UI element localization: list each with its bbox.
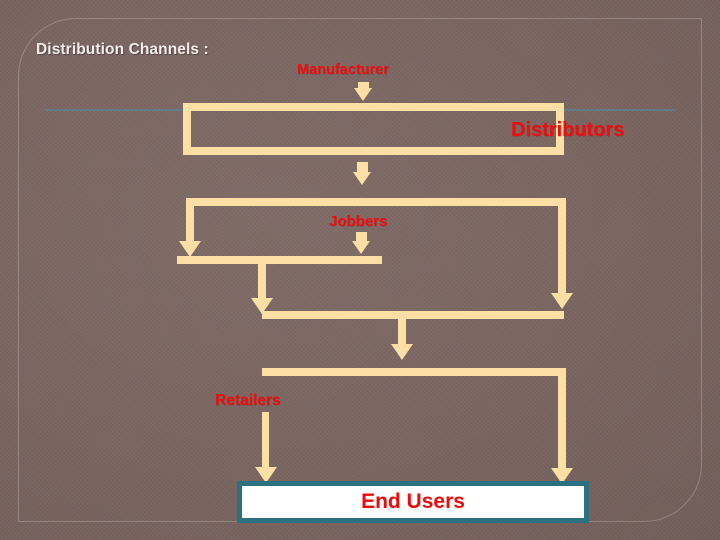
node-label-endusers: End Users: [361, 490, 465, 513]
connector-retail-feed-stem: [398, 319, 406, 347]
arrowhead-to-retailers-bar: [391, 344, 413, 360]
arrowhead-manufacturer-to-distributors: [354, 88, 372, 101]
arrowhead-jobbers-right-branch: [551, 293, 573, 309]
arrowhead-distributors-to-jobbers: [353, 172, 371, 185]
page-title: Distribution Channels :: [36, 41, 209, 58]
node-label-distributors: Distributors: [511, 119, 625, 141]
node-label-manufacturer: Manufacturer: [297, 62, 389, 78]
connector-midbar-to-retail-stem: [258, 262, 266, 302]
arrowhead-midbar-to-retail: [251, 298, 273, 314]
node-box-distributors: [183, 103, 564, 155]
arrowhead-jobbers-left-branch: [179, 241, 201, 257]
node-label-jobbers: Jobbers: [329, 213, 388, 230]
connector-manufacturer-stem: [358, 82, 369, 90]
retailers-bar: [262, 368, 566, 376]
node-box-endusers: End Users: [237, 481, 589, 523]
retail-feed-bar: [262, 311, 564, 319]
arrowhead-retailers-right-to-endusers: [551, 468, 573, 484]
connector-distributors-stem: [357, 162, 368, 174]
node-label-retailers: Retailers: [215, 392, 281, 409]
arrowhead-retailers-left-to-endusers: [255, 467, 277, 483]
jobbers-top-bar: [186, 198, 566, 206]
retailers-right-drop: [558, 368, 566, 473]
jobbers-bottom-bar: [177, 256, 382, 264]
jobbers-left-side: [186, 198, 194, 243]
retailers-left-drop: [262, 412, 269, 472]
connector-jobbers-center-stem: [356, 232, 367, 242]
jobbers-right-side: [558, 198, 566, 293]
arrowhead-jobbers-center: [352, 241, 370, 254]
